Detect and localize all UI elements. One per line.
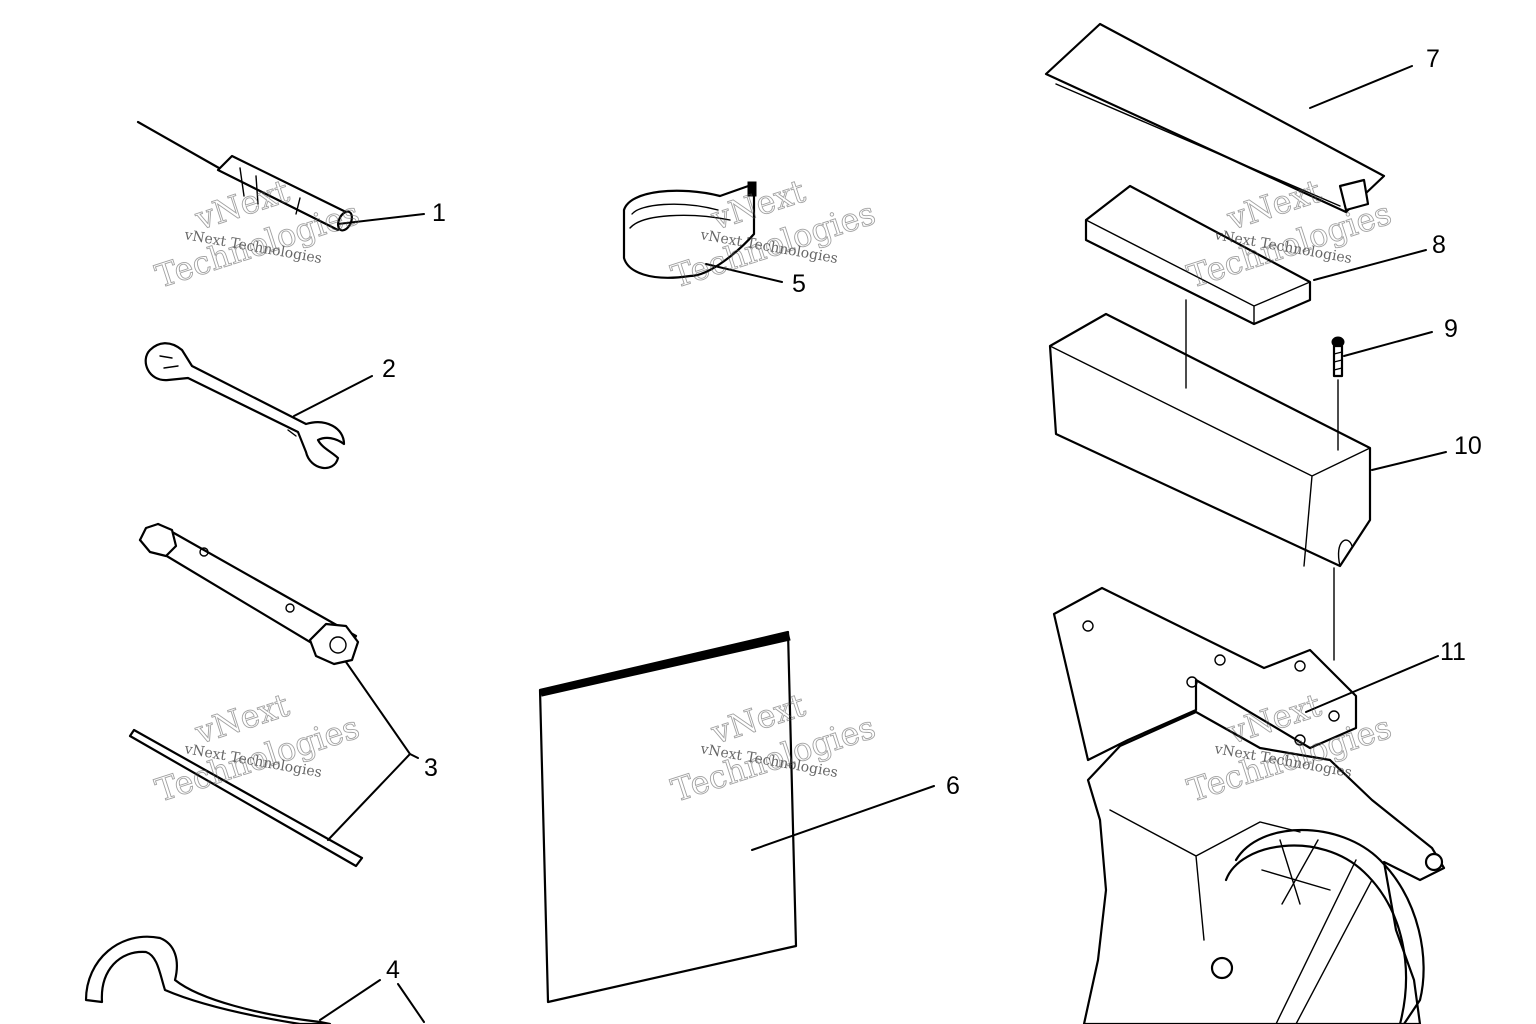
- manual-part: [538, 630, 798, 1004]
- tool-box-part: [1048, 312, 1372, 568]
- pad-part: [1084, 184, 1312, 326]
- hook-spanner-part: [84, 935, 332, 1024]
- bracket-part: [1052, 586, 1358, 776]
- wrench-part: [144, 342, 346, 469]
- callout-6: 6: [946, 772, 960, 800]
- leader-lines: [293, 65, 1447, 1023]
- callout-5: 5: [792, 270, 806, 298]
- callout-4: 4: [386, 956, 400, 984]
- screw-part: [1331, 336, 1345, 378]
- callout-9: 9: [1444, 315, 1458, 343]
- tube-wrench-part: [138, 522, 360, 666]
- watermark-4: vNext Technologies vNext Technologies: [150, 685, 364, 810]
- callout-10: 10: [1454, 432, 1482, 460]
- screwdriver-part: [136, 120, 353, 232]
- callout-labels: 1 2 3 4 5 6 7 8 9 10 11: [382, 45, 1482, 984]
- watermark-1: vNext Technologies vNext Technologies: [150, 171, 364, 296]
- callout-1: 1: [432, 199, 446, 227]
- box-lid-part: [1044, 22, 1386, 214]
- callout-11: 11: [1440, 638, 1466, 666]
- callout-3: 3: [424, 754, 438, 782]
- callout-7: 7: [1426, 45, 1440, 73]
- callout-2: 2: [382, 355, 396, 383]
- strap-part: [622, 181, 757, 279]
- tommy-bar-part: [128, 728, 364, 868]
- callout-8: 8: [1432, 231, 1446, 259]
- housing-part: [1082, 710, 1446, 1024]
